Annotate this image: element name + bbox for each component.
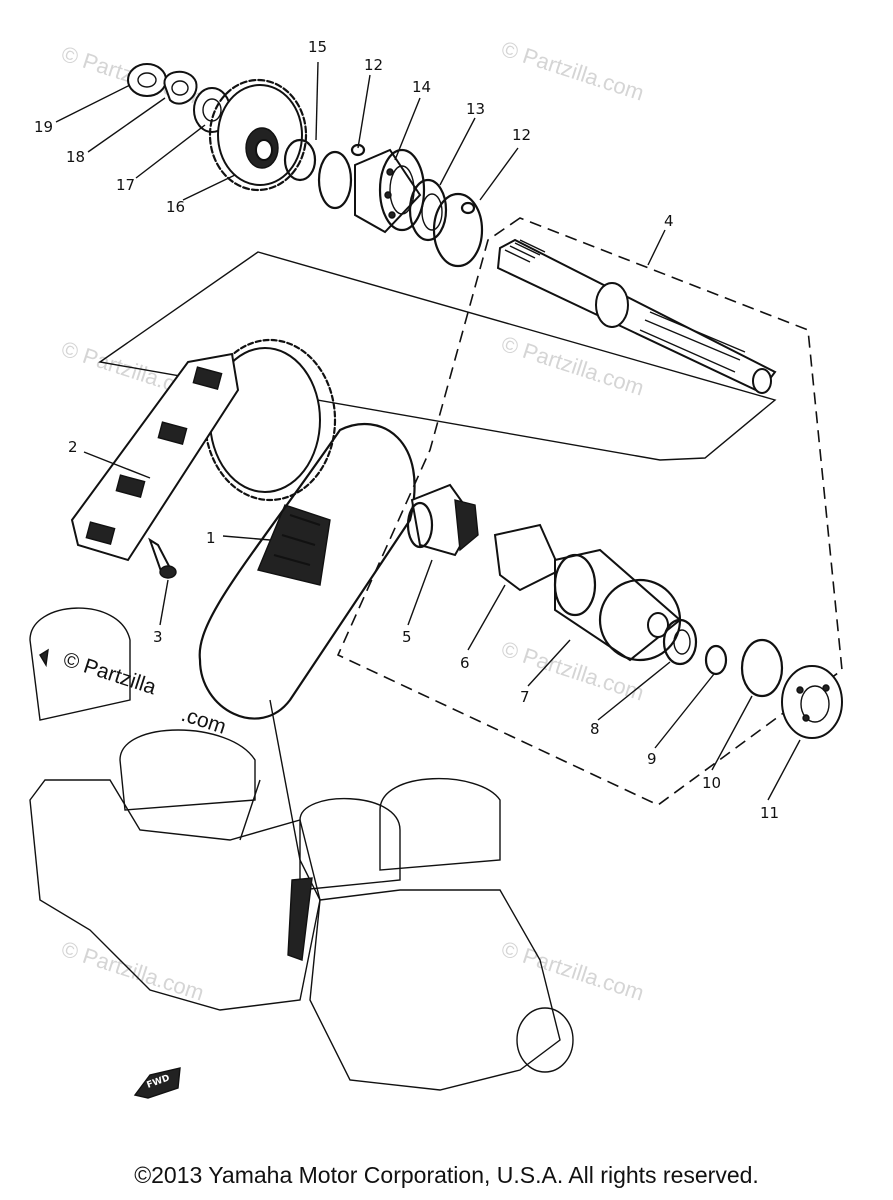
reference-plane: [98, 251, 777, 461]
callout-15: 15: [308, 38, 327, 56]
callout-17: 17: [116, 176, 135, 194]
callout-12a: 12: [364, 56, 383, 74]
part-4-shaft: [496, 238, 777, 394]
callout-12b: 12: [512, 126, 531, 144]
watermark-main-line2: .com: [178, 703, 228, 739]
part-5-coupling: [406, 483, 479, 557]
part-10-circlip: [740, 638, 784, 698]
callout-7: 7: [520, 688, 530, 706]
watermark-text: © Partzilla.com: [58, 936, 207, 1006]
callout-6: 6: [460, 654, 470, 672]
callout-4: 4: [664, 212, 674, 230]
part-18-lock-washer: [163, 70, 198, 105]
part-14-bearing: [354, 148, 426, 234]
callout-14: 14: [412, 78, 431, 96]
part-7-drum: [553, 548, 682, 662]
callout-13: 13: [466, 100, 485, 118]
engine-block-outline: [29, 607, 574, 1091]
part-2-plate: [70, 338, 337, 562]
leader-lines: [55, 61, 801, 801]
part-15-circlip: [283, 138, 353, 210]
callout-18: 18: [66, 148, 85, 166]
watermark-text: © Partzilla.com: [498, 936, 647, 1006]
chain-loop: [198, 422, 416, 720]
part-6-coupler-shaft: [493, 523, 562, 592]
callout-labels: 19 18 17 16 15 12 14 13 12 4 2 1 3 5 6 7…: [34, 38, 779, 822]
part-11-bearing: [781, 665, 843, 739]
callout-9: 9: [647, 750, 657, 768]
part-19-nut: [127, 63, 167, 97]
callout-5: 5: [402, 628, 412, 646]
copyright-notice: ©2013 Yamaha Motor Corporation, U.S.A. A…: [134, 1162, 759, 1188]
callout-2: 2: [68, 438, 78, 456]
callout-1: 1: [206, 529, 216, 547]
part-13-washer: [408, 178, 448, 242]
callout-3: 3: [153, 628, 163, 646]
callout-11: 11: [760, 804, 779, 822]
callout-19: 19: [34, 118, 53, 136]
watermark-main-line1: © Partzilla: [60, 648, 159, 700]
callout-8: 8: [590, 720, 600, 738]
fwd-arrow-icon: FWD: [133, 1067, 181, 1099]
part-16-gear: [208, 78, 308, 192]
watermark-text: © Partzilla.com: [498, 36, 647, 106]
part-1-chain: [257, 504, 331, 586]
part-8-washer: [662, 618, 698, 666]
callout-10: 10: [702, 774, 721, 792]
part-9-clip: [704, 644, 728, 676]
callout-16: 16: [166, 198, 185, 216]
part-3-bolt: [148, 537, 177, 579]
